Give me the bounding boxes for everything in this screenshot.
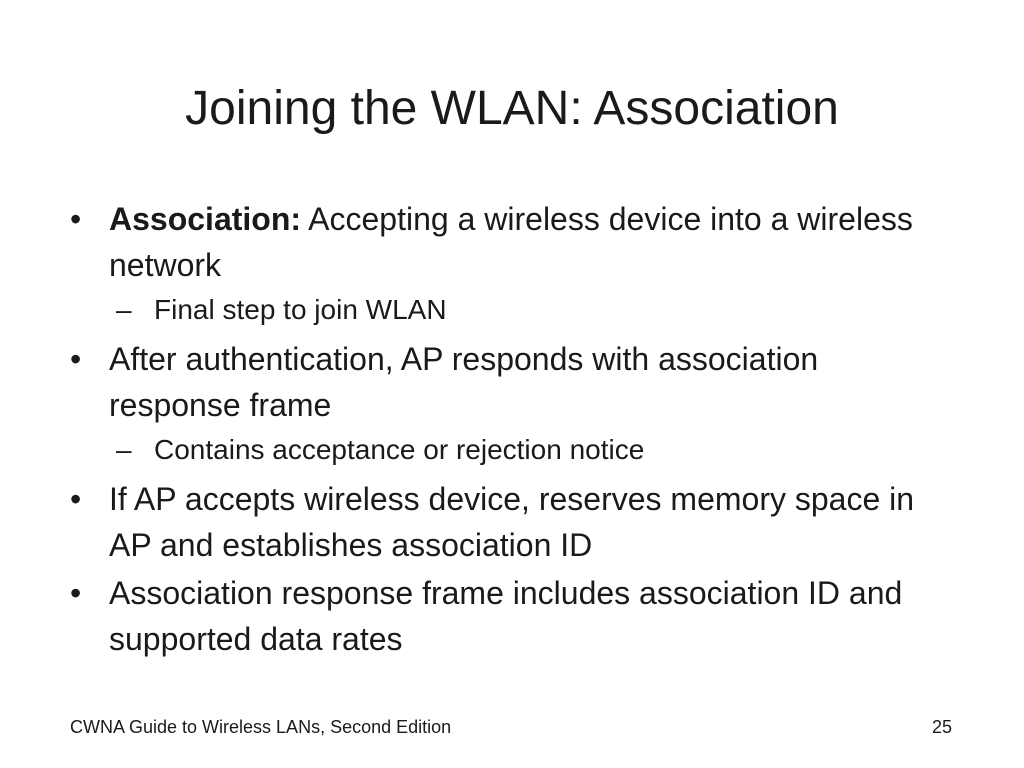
sub-bullet-marker: – bbox=[116, 294, 132, 325]
bullet-marker: • bbox=[70, 481, 82, 517]
slide-body: • Association: Accepting a wireless devic… bbox=[70, 196, 950, 664]
bullet-text: After authentication, AP responds with a… bbox=[109, 341, 819, 423]
bullet-text: Association response frame includes asso… bbox=[109, 575, 903, 657]
bullet-marker: • bbox=[70, 201, 82, 237]
footer-page-number: 25 bbox=[931, 717, 952, 737]
bullet-association-definition: • Association: Accepting a wireless devic… bbox=[70, 196, 950, 288]
footer-source: CWNA Guide to Wireless LANs, Second Edit… bbox=[70, 717, 452, 737]
bullet-term: Association: bbox=[109, 201, 302, 237]
bullet-ap-response: • After authentication, AP responds with … bbox=[70, 336, 950, 428]
slide-title: Joining the WLAN: Association bbox=[185, 82, 839, 135]
bullet-reserve-memory: • If AP accepts wireless device, reserves… bbox=[70, 476, 950, 568]
sub-bullet-text: Contains acceptance or rejection notice bbox=[154, 434, 645, 465]
bullet-text: If AP accepts wireless device, reserves … bbox=[109, 481, 915, 563]
bullet-text: Accepting a wireless device into a wirel… bbox=[109, 201, 913, 283]
bullet-marker: • bbox=[70, 575, 82, 611]
bullet-response-frame-contents: • Association response frame includes ass… bbox=[70, 570, 950, 662]
sub-bullet-marker: – bbox=[116, 434, 132, 465]
sub-bullet-text: Final step to join WLAN bbox=[154, 294, 447, 325]
sub-bullet-acceptance-notice: –Contains acceptance or rejection notice bbox=[70, 430, 950, 470]
sub-bullet-final-step: –Final step to join WLAN bbox=[70, 290, 950, 330]
bullet-marker: • bbox=[70, 341, 82, 377]
